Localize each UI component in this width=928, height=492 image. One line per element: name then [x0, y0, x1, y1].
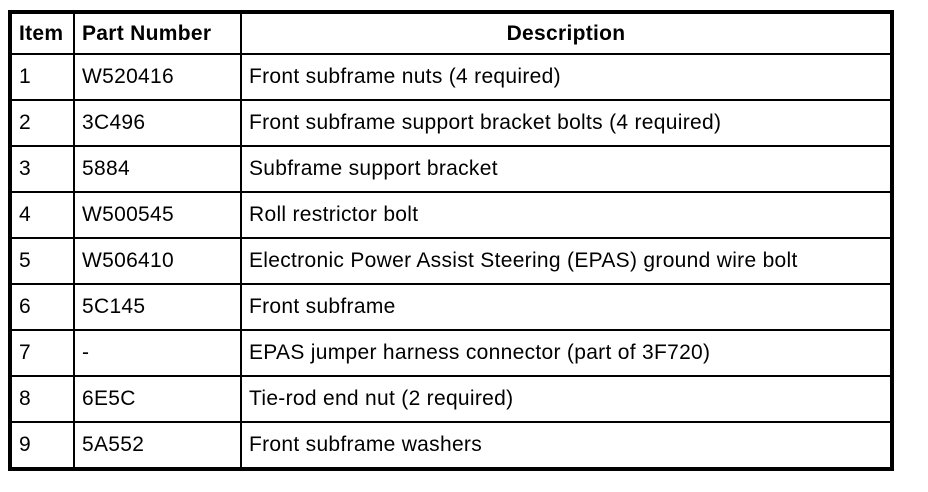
table-row: 9 5A552 Front subframe washers [9, 421, 893, 470]
part-number-cell: 5C145 [73, 283, 242, 331]
item-cell: 6 [9, 283, 75, 331]
part-number-cell: W520416 [73, 53, 242, 101]
table-row: 6 5C145 Front subframe [9, 283, 893, 331]
description-cell: Front subframe washers [240, 421, 893, 470]
table-row: 2 3C496 Front subframe support bracket b… [9, 99, 893, 147]
table-row: 4 W500545 Roll restrictor bolt [9, 191, 893, 239]
header-row: Item Part Number Description [9, 11, 893, 55]
description-cell: Tie-rod end nut (2 required) [240, 375, 893, 423]
table-row: 7 - EPAS jumper harness connector (part … [9, 329, 893, 377]
description-cell: Front subframe [240, 283, 893, 331]
description-cell: EPAS jumper harness connector (part of 3… [240, 329, 893, 377]
parts-table: Item Part Number Description 1 W520416 F… [8, 10, 894, 471]
table-row: 8 6E5C Tie-rod end nut (2 required) [9, 375, 893, 423]
part-number-cell: W500545 [73, 191, 242, 239]
item-cell: 1 [9, 53, 75, 101]
table-body: 1 W520416 Front subframe nuts (4 require… [9, 53, 893, 470]
item-cell: 4 [9, 191, 75, 239]
item-cell: 5 [9, 237, 75, 285]
description-cell: Electronic Power Assist Steering (EPAS) … [240, 237, 893, 285]
table-row: 1 W520416 Front subframe nuts (4 require… [9, 53, 893, 101]
header-item: Item [9, 11, 75, 55]
description-cell: Front subframe support bracket bolts (4 … [240, 99, 893, 147]
description-cell: Subframe support bracket [240, 145, 893, 193]
header-part-number: Part Number [73, 11, 242, 55]
item-cell: 9 [9, 421, 75, 470]
part-number-cell: 5884 [73, 145, 242, 193]
part-number-cell: 5A552 [73, 421, 242, 470]
table-row: 3 5884 Subframe support bracket [9, 145, 893, 193]
header-description: Description [240, 11, 893, 55]
item-cell: 7 [9, 329, 75, 377]
part-number-cell: 6E5C [73, 375, 242, 423]
part-number-cell: W506410 [73, 237, 242, 285]
table-row: 5 W506410 Electronic Power Assist Steeri… [9, 237, 893, 285]
parts-table-container: Item Part Number Description 1 W520416 F… [8, 10, 894, 471]
part-number-cell: 3C496 [73, 99, 242, 147]
item-cell: 3 [9, 145, 75, 193]
item-cell: 2 [9, 99, 75, 147]
item-cell: 8 [9, 375, 75, 423]
table-header: Item Part Number Description [9, 11, 893, 55]
description-cell: Front subframe nuts (4 required) [240, 53, 893, 101]
description-cell: Roll restrictor bolt [240, 191, 893, 239]
part-number-cell: - [73, 329, 242, 377]
